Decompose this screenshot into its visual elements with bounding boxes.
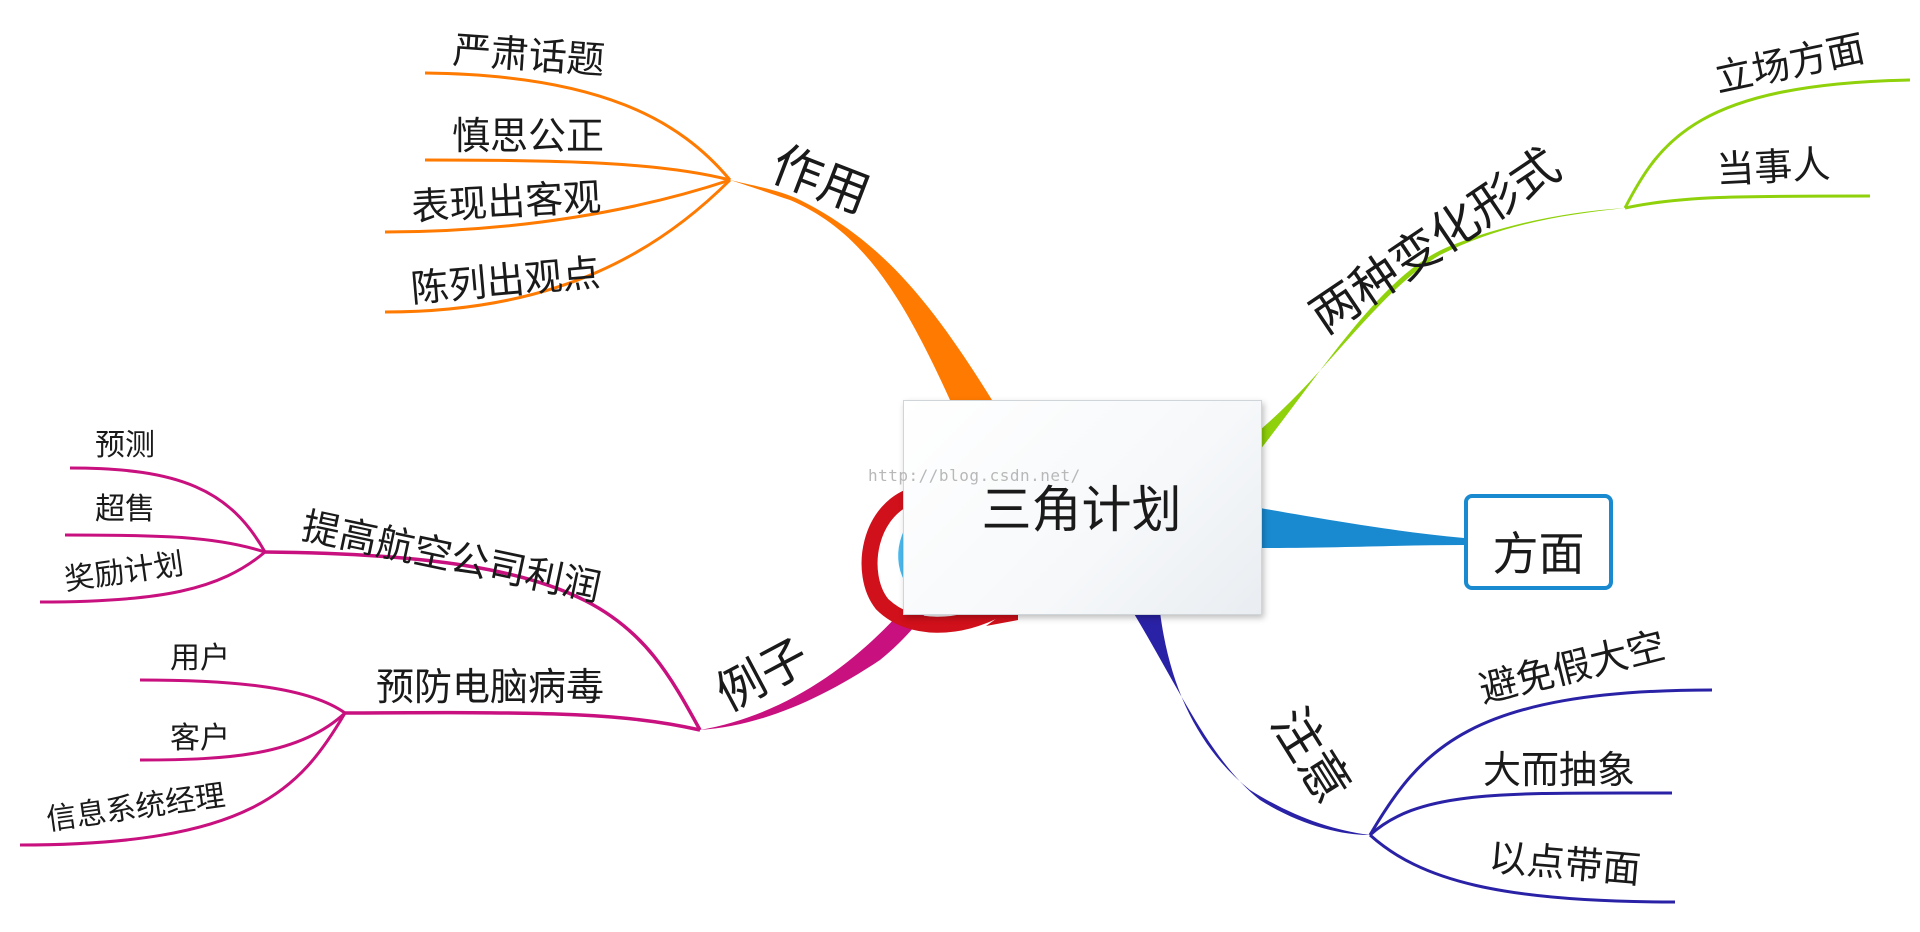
leaf-line-forms-2 — [1624, 194, 1871, 210]
sub-line-profit — [264, 550, 702, 731]
branch-notes-leaves — [1368, 688, 1713, 904]
examples-sub-virus: 预防电脑病毒 — [376, 665, 604, 709]
branch-forms-leaves — [1623, 78, 1911, 210]
leaf-line-forms-1 — [1623, 78, 1911, 209]
branch-aspect-trunk — [1260, 508, 1464, 548]
role-item-2: 慎思公正 — [452, 114, 604, 158]
central-topic-label: 三角计划 — [981, 481, 1182, 539]
role-item-4: 陈列出观点 — [409, 251, 602, 311]
examples-sub-profit: 提高航空公司利润 — [298, 504, 605, 610]
role-item-3: 表现出客观 — [410, 175, 602, 229]
leaf-line-role-3 — [384, 178, 731, 234]
virus-item-1: 用户 — [170, 641, 230, 676]
notes-item-3: 以点带面 — [1487, 835, 1642, 892]
sub-line-virus — [344, 710, 701, 732]
aspect-topic-box[interactable] — [1464, 494, 1613, 590]
leaf-line-notes-1 — [1368, 688, 1713, 836]
branch-role-trunk — [730, 180, 992, 400]
leaf-line-virus-1 — [139, 678, 346, 715]
central-topic-box[interactable] — [903, 400, 1262, 615]
profit-item-2: 超售 — [95, 492, 155, 527]
branch-forms-label: 两种变化形式 — [1300, 137, 1570, 344]
leaf-line-virus-3 — [19, 712, 347, 847]
watermark-text: http://blog.csdn.net/ — [868, 466, 1081, 485]
leaf-line-profit-2 — [64, 533, 266, 554]
leaf-line-virus-2 — [139, 711, 347, 762]
branch-notes-label: 注意 — [1260, 698, 1362, 814]
profit-item-3: 奖励计划 — [62, 547, 186, 598]
branch-examples-label: 例子 — [707, 628, 818, 723]
virus-item-2: 客户 — [170, 721, 230, 756]
branch-role-leaves — [384, 71, 732, 314]
leaf-line-role-2 — [424, 158, 731, 182]
branch-examples-subs — [264, 550, 702, 732]
profit-item-1: 预测 — [95, 428, 155, 463]
leaf-line-role-4 — [384, 178, 732, 314]
branch-notes-trunk — [1133, 612, 1370, 835]
leaf-line-profit-1 — [69, 466, 267, 553]
leaf-line-profit-3 — [39, 550, 266, 604]
notes-item-2: 大而抽象 — [1483, 748, 1635, 792]
leaf-line-role-1 — [424, 71, 732, 181]
forms-item-2: 当事人 — [1715, 142, 1831, 192]
branch-examples-leaves — [19, 466, 347, 847]
role-item-1: 严肃话题 — [451, 28, 606, 82]
leaf-line-notes-2 — [1368, 791, 1673, 837]
leaf-line-notes-3 — [1368, 833, 1676, 904]
virus-item-3: 信息系统经理 — [44, 778, 227, 838]
aspect-topic-label: 方面 — [1492, 527, 1585, 581]
